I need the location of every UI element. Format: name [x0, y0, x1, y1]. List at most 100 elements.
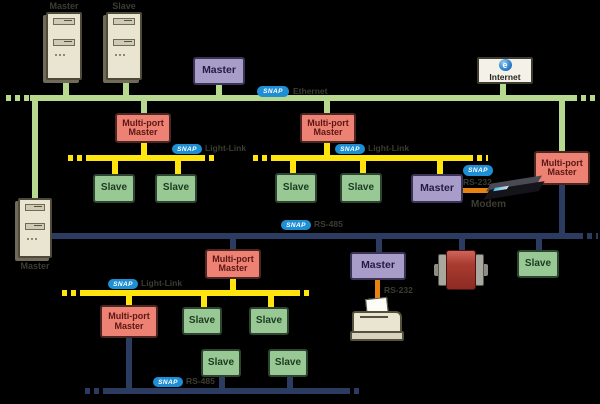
rs485-bus-bottom	[103, 388, 345, 394]
lightlink-bus3	[80, 290, 295, 296]
lightlink-drop	[324, 143, 330, 155]
power-led-icons	[115, 54, 140, 56]
ethernet-drop	[123, 80, 129, 95]
rs485-drop	[559, 185, 565, 233]
rs485-bus-bottom-label: RS-485	[186, 376, 215, 386]
slave-node: Slave	[517, 250, 559, 278]
rs485-bus-main-dash-right	[578, 233, 598, 239]
printer-body	[352, 311, 402, 333]
protocol-badge-icon: SNAP	[281, 220, 311, 230]
printer-device	[350, 296, 408, 346]
slave-node: Slave	[340, 173, 382, 203]
motor-device	[434, 246, 488, 294]
pc-master-caption: Master	[49, 1, 79, 11]
rs485-bus-main	[50, 233, 578, 239]
slave-node: Slave	[275, 173, 317, 203]
internet-label: Internet	[489, 72, 521, 82]
lightlink-bus2-dash-left	[253, 155, 271, 161]
lightlink-bus3-dash-right	[295, 290, 313, 296]
ethernet-drop	[216, 84, 222, 95]
floppy-drive-icon	[25, 204, 45, 211]
internet-node: e Internet	[477, 57, 533, 84]
rs232-link-printer	[375, 280, 380, 303]
lightlink-drop	[201, 296, 207, 307]
protocol-badge-icon: SNAP	[335, 144, 365, 154]
multiport-master-node: Multi-port Master	[100, 305, 158, 338]
lightlink-bus1-dash-left	[68, 155, 86, 161]
lightlink-drop	[126, 296, 132, 306]
ethernet-drop	[32, 101, 38, 200]
rs485-drop	[287, 377, 293, 388]
pc-tower-master-left	[18, 198, 52, 258]
lightlink-bus2-dash-right	[468, 155, 488, 161]
floppy-drive-icon	[53, 39, 75, 46]
master-node: Master	[350, 252, 406, 280]
multiport-master-node: Multi-port Master	[205, 249, 261, 279]
rs485-drop	[376, 239, 382, 252]
rs485-drop	[459, 239, 465, 251]
lightlink-bus2	[271, 155, 468, 161]
multiport-master-node: Multi-port Master	[115, 113, 171, 143]
floppy-drive-icon	[113, 39, 135, 46]
ethernet-drop	[500, 83, 506, 95]
floppy-drive-icon	[25, 223, 45, 230]
ethernet-drop	[559, 101, 565, 151]
ethernet-bus-dash-left	[6, 95, 30, 101]
rs485-drop	[230, 239, 236, 249]
master-node: Master	[193, 57, 245, 85]
ethernet-drop	[63, 80, 69, 95]
rs485-bus-bottom-dash-left	[85, 388, 103, 394]
lightlink-bus2-label: Light-Link	[368, 143, 410, 153]
floppy-drive-icon	[113, 18, 135, 25]
lightlink-drop	[175, 161, 181, 174]
internet-globe-icon: e	[498, 59, 512, 71]
ethernet-drop	[324, 101, 330, 115]
ethernet-drop	[141, 101, 147, 115]
power-led-icons	[27, 238, 50, 240]
ethernet-bus-label: Ethernet	[293, 86, 328, 96]
power-led-icons	[55, 54, 80, 56]
slave-node: Slave	[249, 307, 289, 335]
master-node: Master	[411, 174, 463, 203]
pc-slave-caption: Slave	[112, 1, 136, 11]
motor-shaft-icon	[434, 264, 440, 276]
rs232-printer-label: RS-232	[384, 285, 413, 295]
slave-node: Slave	[182, 307, 222, 335]
rs485-bus-main-label: RS-485	[314, 219, 343, 229]
modem-caption: Modem	[471, 199, 506, 210]
rs485-drop	[219, 377, 225, 388]
printer-slot	[360, 316, 388, 318]
protocol-badge-icon: SNAP	[153, 377, 183, 387]
protocol-badge-icon: SNAP	[257, 86, 289, 97]
floppy-drive-icon	[53, 18, 75, 25]
lightlink-drop	[141, 143, 147, 155]
rs232-modem-label: RS-232	[463, 177, 492, 187]
rs485-drop	[126, 338, 132, 388]
ethernet-bus	[30, 95, 572, 101]
motor-end-cap	[475, 254, 484, 286]
lightlink-bus3-label: Light-Link	[141, 278, 183, 288]
motor-shaft-icon	[482, 264, 488, 276]
multiport-master-node: Multi-port Master	[300, 113, 356, 143]
slave-node: Slave	[268, 349, 308, 377]
multiport-master-node: Multi-port Master	[534, 151, 590, 185]
lightlink-drop	[230, 279, 236, 290]
protocol-badge-icon: SNAP	[172, 144, 202, 154]
slave-node: Slave	[201, 349, 241, 377]
lightlink-drop	[268, 296, 274, 307]
lightlink-drop	[360, 161, 366, 173]
rs485-bus-bottom-dash-right	[345, 388, 363, 394]
rs232-link-modem	[460, 188, 492, 193]
motor-body	[446, 250, 476, 290]
lightlink-bus3-dash-left	[62, 290, 80, 296]
lightlink-bus1	[86, 155, 200, 161]
lightlink-drop	[112, 161, 118, 174]
pc-tower-master	[46, 12, 82, 80]
protocol-badge-icon: SNAP	[108, 279, 138, 289]
lightlink-bus1-dash-right	[200, 155, 218, 161]
pc-master-left-caption: Master	[20, 261, 50, 271]
pc-tower-slave	[106, 12, 142, 80]
slave-node: Slave	[155, 174, 197, 203]
protocol-badge-icon: SNAP	[463, 165, 493, 176]
